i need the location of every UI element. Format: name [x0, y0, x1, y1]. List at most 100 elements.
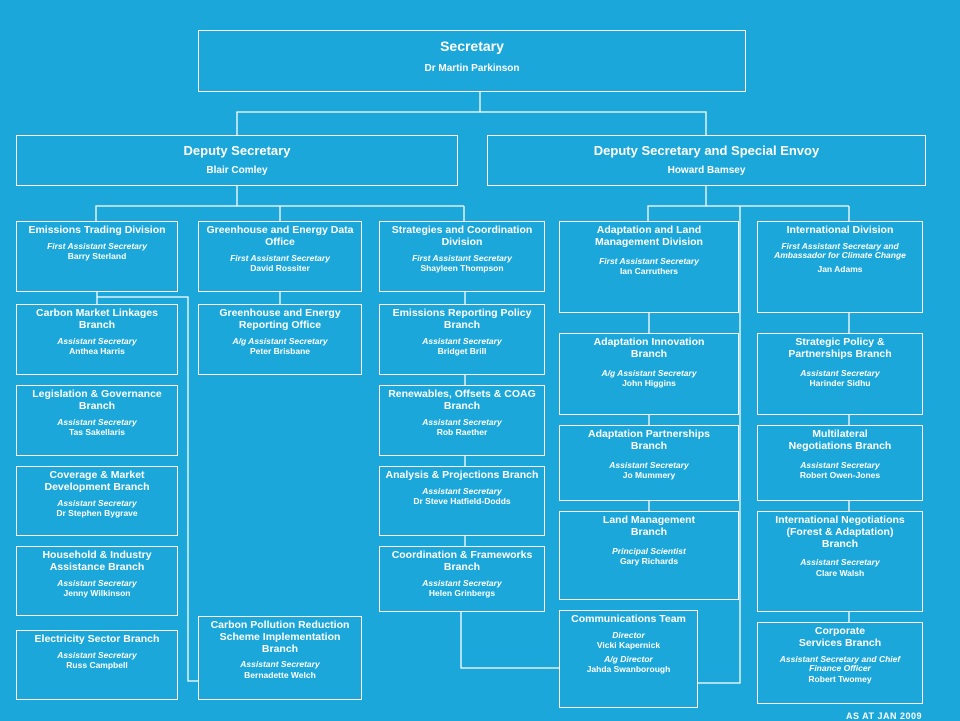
- unit-role: Assistant Secretary: [800, 367, 880, 378]
- cprs-implementation-branch-box: Carbon Pollution Reduction Scheme Implem…: [198, 616, 362, 700]
- unit-title: Adaptation Partnerships Branch: [588, 428, 710, 452]
- international-division-box: International Division First Assistant S…: [757, 221, 923, 313]
- unit-person-2: Jahda Swanborough: [586, 664, 671, 675]
- land-management-branch-box: Land Management Branch Principal Scienti…: [559, 511, 739, 600]
- unit-role: Director: [612, 629, 645, 640]
- communications-team-box: Communications Team Director Vicki Kaper…: [559, 610, 698, 708]
- unit-title: Emissions Trading Division: [28, 224, 166, 236]
- unit-person: Tas Sakellaris: [68, 427, 126, 438]
- unit-person: Robert Owen-Jones: [799, 470, 881, 481]
- unit-person: Vicki Kapernick: [596, 640, 661, 651]
- deputy-secretary-special-envoy-box: Deputy Secretary and Special Envoy Howar…: [487, 135, 926, 186]
- unit-role: Assistant Secretary: [422, 577, 502, 588]
- as-at-date: AS AT JAN 2009: [845, 711, 922, 721]
- unit-title: Multilateral Negotiations Branch: [788, 428, 892, 452]
- corporate-services-branch-box: Corporate Services Branch Assistant Secr…: [757, 622, 923, 704]
- unit-person: Robert Twomey: [808, 673, 872, 684]
- unit-title: Household & Industry Assistance Branch: [42, 549, 152, 573]
- unit-title: Corporate Services Branch: [798, 625, 882, 649]
- strategic-policy-partnerships-branch-box: Strategic Policy & Partnerships Branch A…: [757, 333, 923, 415]
- unit-person: Dr Stephen Bygrave: [56, 508, 138, 519]
- unit-title: Greenhouse and Energy Reporting Office: [219, 307, 341, 331]
- secretary-box: Secretary Dr Martin Parkinson: [198, 30, 746, 92]
- unit-person: Russ Campbell: [66, 660, 128, 671]
- international-negotiations-branch-box: International Negotiations (Forest & Ada…: [757, 511, 923, 612]
- unit-title: Analysis & Projections Branch: [385, 469, 539, 481]
- unit-person: John Higgins: [622, 378, 676, 389]
- unit-title: International Division: [786, 224, 894, 236]
- unit-role: Assistant Secretary: [57, 649, 137, 660]
- unit-person: Gary Richards: [619, 556, 679, 567]
- carbon-market-linkages-branch-box: Carbon Market Linkages Branch Assistant …: [16, 304, 178, 375]
- unit-title: Coverage & Market Development Branch: [44, 469, 150, 493]
- unit-title: Communications Team: [571, 613, 686, 625]
- unit-title: International Negotiations (Forest & Ada…: [775, 514, 905, 550]
- adaptation-innovation-branch-box: Adaptation Innovation Branch A/g Assista…: [559, 333, 739, 415]
- unit-title: Renewables, Offsets & COAG Branch: [388, 388, 536, 412]
- unit-role: Assistant Secretary: [57, 335, 137, 346]
- unit-person: Harinder Sidhu: [809, 378, 871, 389]
- unit-title: Emissions Reporting Policy Branch: [392, 307, 532, 331]
- unit-person: Jo Mummery: [622, 470, 676, 481]
- unit-person: Barry Sterland: [67, 251, 127, 262]
- unit-title: Carbon Pollution Reduction Scheme Implem…: [210, 619, 350, 655]
- unit-role: Principal Scientist: [612, 545, 686, 556]
- unit-role: Assistant Secretary: [57, 416, 137, 427]
- deputy-secretary-box: Deputy Secretary Blair Comley: [16, 135, 458, 186]
- unit-title: Strategies and Coordination Division: [391, 224, 533, 248]
- legislation-governance-branch-box: Legislation & Governance Branch Assistan…: [16, 385, 178, 456]
- unit-person: Bridget Brill: [437, 346, 487, 357]
- unit-person: Ian Carruthers: [619, 266, 679, 277]
- unit-person: Anthea Harris: [69, 346, 125, 357]
- unit-person: David Rossiter: [250, 263, 310, 274]
- unit-role: Assistant Secretary: [57, 497, 137, 508]
- analysis-projections-branch-box: Analysis & Projections Branch Assistant …: [379, 466, 545, 536]
- unit-role: Assistant Secretary: [422, 485, 502, 496]
- strategies-coordination-division-box: Strategies and Coordination Division Fir…: [379, 221, 545, 292]
- unit-person: Dr Steve Hatfield-Dodds: [413, 496, 511, 507]
- unit-title: Legislation & Governance Branch: [32, 388, 162, 412]
- multilateral-negotiations-branch-box: Multilateral Negotiations Branch Assista…: [757, 425, 923, 501]
- greenhouse-energy-reporting-office-box: Greenhouse and Energy Reporting Office A…: [198, 304, 362, 375]
- secretary-title: Secretary: [440, 38, 504, 54]
- unit-person: Rob Raether: [436, 427, 488, 438]
- unit-role: Assistant Secretary and Chief Finance Of…: [779, 653, 901, 674]
- unit-person: Jan Adams: [817, 263, 863, 274]
- unit-person: Bernadette Welch: [244, 669, 316, 680]
- adaptation-partnerships-branch-box: Adaptation Partnerships Branch Assistant…: [559, 425, 739, 501]
- unit-role: Assistant Secretary: [800, 459, 880, 470]
- unit-role: Assistant Secretary: [422, 335, 502, 346]
- unit-role: Assistant Secretary: [609, 459, 689, 470]
- unit-title: Adaptation Innovation Branch: [593, 336, 705, 360]
- renewables-offsets-coag-branch-box: Renewables, Offsets & COAG Branch Assist…: [379, 385, 545, 456]
- emissions-trading-division-box: Emissions Trading Division First Assista…: [16, 221, 178, 292]
- emissions-reporting-policy-branch-box: Emissions Reporting Policy Branch Assist…: [379, 304, 545, 375]
- unit-role-2: A/g Director: [604, 653, 653, 664]
- unit-role: A/g Assistant Secretary: [601, 367, 697, 378]
- unit-person: Helen Grinbergs: [428, 588, 496, 599]
- coverage-market-development-branch-box: Coverage & Market Development Branch Ass…: [16, 466, 178, 536]
- unit-role: First Assistant Secretary: [412, 252, 512, 263]
- coordination-frameworks-branch-box: Coordination & Frameworks Branch Assista…: [379, 546, 545, 612]
- unit-role: First Assistant Secretary: [599, 255, 699, 266]
- unit-title: Greenhouse and Energy Data Office: [206, 224, 354, 248]
- deputy-secretary-name: Blair Comley: [206, 164, 268, 176]
- unit-person: Jenny Wilkinson: [63, 588, 131, 599]
- unit-role: Assistant Secretary: [800, 557, 880, 568]
- deputy-secretary-special-envoy-title: Deputy Secretary and Special Envoy: [593, 143, 820, 158]
- deputy-secretary-title: Deputy Secretary: [183, 143, 291, 158]
- unit-role: Assistant Secretary: [240, 659, 320, 670]
- unit-title: Strategic Policy & Partnerships Branch: [788, 336, 892, 360]
- unit-title: Carbon Market Linkages Branch: [36, 307, 158, 331]
- secretary-name: Dr Martin Parkinson: [424, 62, 520, 74]
- unit-role: Assistant Secretary: [57, 577, 137, 588]
- adaptation-land-management-division-box: Adaptation and Land Management Division …: [559, 221, 739, 313]
- unit-title: Adaptation and Land Management Division: [595, 224, 703, 248]
- unit-title: Coordination & Frameworks Branch: [391, 549, 533, 573]
- unit-person: Clare Walsh: [815, 567, 865, 578]
- unit-role: First Assistant Secretary: [47, 240, 147, 251]
- unit-role: Assistant Secretary: [422, 416, 502, 427]
- greenhouse-energy-data-office-box: Greenhouse and Energy Data Office First …: [198, 221, 362, 292]
- electricity-sector-branch-box: Electricity Sector Branch Assistant Secr…: [16, 630, 178, 700]
